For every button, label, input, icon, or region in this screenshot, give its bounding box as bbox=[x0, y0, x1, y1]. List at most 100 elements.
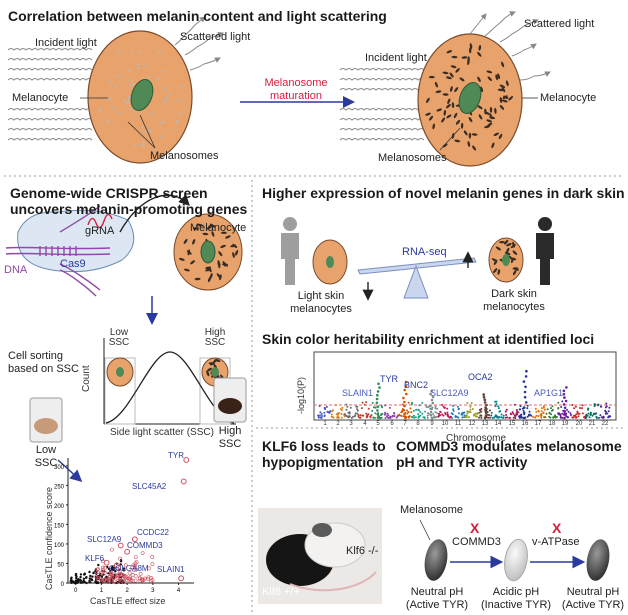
manhattan-point bbox=[374, 412, 377, 415]
manhattan-point bbox=[410, 411, 413, 414]
manhattan-point bbox=[480, 416, 483, 419]
manhattan-point bbox=[474, 415, 477, 418]
manhattan-point bbox=[414, 416, 417, 419]
manhattan-point bbox=[361, 401, 364, 404]
manhattan-point bbox=[365, 412, 368, 415]
manhattan-point bbox=[581, 407, 583, 410]
manhattan-point bbox=[480, 414, 483, 417]
state2-line2: (Inactive TYR) bbox=[480, 599, 552, 611]
manhattan-point bbox=[356, 412, 359, 415]
scatter-hit-point bbox=[119, 573, 124, 578]
manhattan-point bbox=[363, 403, 366, 406]
manhattan-point bbox=[605, 402, 608, 405]
chromosome-label: 18 bbox=[548, 421, 556, 427]
scatter-ytick: 200 bbox=[54, 504, 65, 510]
chromosome-label: 16 bbox=[521, 421, 529, 427]
manhattan-point bbox=[561, 400, 564, 403]
scattered-waves-left bbox=[174, 16, 224, 71]
gene-label-ccdc22: CCDC22 bbox=[137, 528, 170, 537]
chromosome-label: 9 bbox=[430, 421, 434, 427]
manhattan-point bbox=[338, 412, 341, 415]
manhattan-peak-point bbox=[431, 416, 434, 420]
melanosome-neutral-2 bbox=[586, 539, 610, 581]
manhattan-point bbox=[348, 412, 351, 415]
manhattan-point bbox=[424, 410, 427, 413]
manhattan-point bbox=[436, 412, 439, 415]
chromosome-label: 8 bbox=[416, 421, 420, 427]
manhattan-point bbox=[498, 416, 501, 419]
scatter-hit-point bbox=[107, 575, 112, 579]
manhattan-point bbox=[349, 406, 352, 409]
dark-skin-line2: melanocytes bbox=[483, 301, 545, 313]
manhattan-peak-point bbox=[429, 410, 433, 414]
manhattan-peak-point bbox=[376, 393, 379, 397]
manhattan-peak-point bbox=[483, 416, 487, 420]
manhattan-peak-point bbox=[484, 414, 488, 417]
manhattan-point bbox=[450, 416, 453, 419]
manhattan-peak-point bbox=[430, 389, 434, 393]
manhattan-point bbox=[457, 416, 460, 419]
manhattan-point bbox=[400, 415, 403, 417]
scatter-hit-point bbox=[140, 577, 145, 582]
manhattan-point bbox=[587, 412, 590, 415]
manhattan-point bbox=[569, 412, 572, 415]
manhattan-point bbox=[522, 409, 525, 412]
manhattan-point bbox=[498, 410, 501, 413]
manhattan-peak-point bbox=[483, 398, 487, 402]
locus-label-slc12a9: SLC12A9 bbox=[430, 388, 469, 398]
manhattan-point bbox=[325, 405, 328, 408]
manhattan-point bbox=[515, 409, 518, 411]
manhattan-point bbox=[469, 408, 472, 411]
manhattan-peak-point bbox=[483, 401, 487, 404]
manhattan-point bbox=[439, 411, 442, 414]
manhattan-point bbox=[365, 401, 368, 404]
manhattan-peak-point bbox=[523, 395, 527, 399]
scatter-hit-point bbox=[95, 567, 100, 572]
manhattan-point bbox=[345, 408, 348, 411]
manhattan-point bbox=[554, 414, 556, 417]
manhattan-point bbox=[343, 413, 346, 415]
manhattan-point bbox=[366, 416, 368, 419]
manhattan-point bbox=[574, 414, 577, 417]
scatter-background-point bbox=[112, 568, 115, 572]
manhattan-point bbox=[502, 414, 505, 417]
manhattan-point bbox=[458, 412, 460, 415]
panel5-title: KLF6 loss leads to hypopigmentation bbox=[262, 438, 386, 470]
manhattan-point bbox=[336, 416, 339, 419]
manhattan-peak-point bbox=[564, 413, 567, 416]
manhattan-point bbox=[561, 412, 564, 415]
scatter-background-point bbox=[95, 572, 98, 575]
manhattan-point bbox=[336, 412, 339, 415]
gene-label-slc45a2: SLC45A2 bbox=[132, 482, 167, 491]
manhattan-point bbox=[371, 409, 374, 412]
manhattan-point bbox=[500, 416, 503, 419]
scatter-hit-point bbox=[124, 574, 129, 579]
manhattan-point bbox=[415, 408, 418, 411]
scatter-hit-point bbox=[131, 563, 136, 568]
manhattan-point bbox=[600, 416, 603, 419]
manhattan-point bbox=[552, 408, 554, 411]
manhattan-point bbox=[600, 405, 603, 408]
manhattan-point bbox=[411, 415, 414, 418]
manhattan-point bbox=[402, 415, 405, 418]
manhattan-point bbox=[357, 415, 360, 418]
manhattan-peak-point bbox=[378, 386, 381, 389]
scatter-ytick: 0 bbox=[61, 582, 65, 588]
manhattan-point bbox=[516, 412, 518, 415]
scatter-hit-point bbox=[150, 578, 155, 583]
manhattan-peak-point bbox=[562, 403, 566, 406]
manhattan-point bbox=[326, 410, 329, 413]
manhattan-point bbox=[567, 416, 570, 419]
manhattan-point bbox=[495, 403, 498, 405]
dna-strand bbox=[5, 205, 111, 297]
manhattan-point bbox=[469, 405, 472, 408]
manhattan-point bbox=[427, 412, 430, 415]
manhattan-point bbox=[466, 410, 469, 413]
panel3-title: Higher expression of novel melanin genes… bbox=[262, 185, 625, 201]
manhattan-point bbox=[520, 416, 523, 419]
manhattan-point bbox=[605, 412, 608, 415]
scatter-ytick: 150 bbox=[54, 523, 65, 529]
manhattan-point bbox=[337, 416, 340, 419]
chromosome-label: 7 bbox=[403, 421, 407, 427]
